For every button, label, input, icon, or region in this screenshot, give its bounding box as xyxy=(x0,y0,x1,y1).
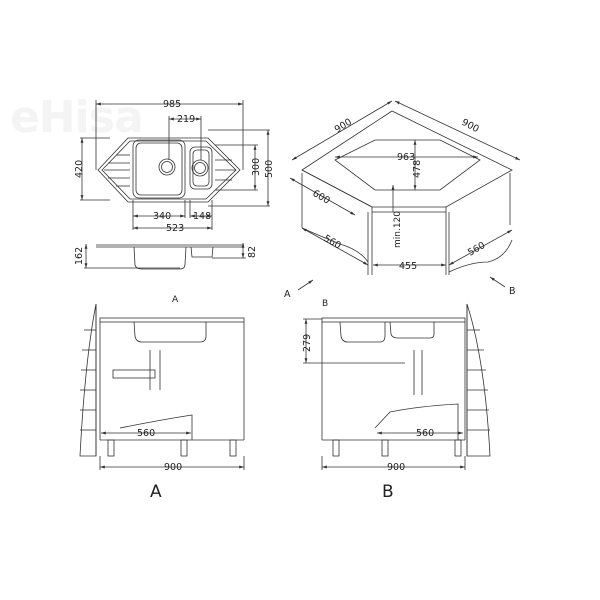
dim-340: 340 xyxy=(153,211,171,222)
dim-300: 300 xyxy=(251,158,262,176)
dim-600: 600 xyxy=(311,188,332,207)
dim-560-a: 560 xyxy=(137,428,155,439)
label-min-120: min.120 xyxy=(393,211,403,248)
corner-cabinet-iso-view xyxy=(289,100,521,291)
sink-side-view xyxy=(84,243,246,270)
dim-478: 478 xyxy=(412,160,423,178)
arrow-a-label: A xyxy=(284,289,291,300)
dim-162: 162 xyxy=(74,247,85,265)
sink-top-view xyxy=(80,100,270,230)
dim-900-b: 900 xyxy=(387,462,405,473)
section-a-title: A xyxy=(172,295,179,305)
section-a-drawing xyxy=(79,303,245,470)
dim-219: 219 xyxy=(177,114,195,125)
dim-279: 279 xyxy=(302,334,313,352)
dim-900-left: 900 xyxy=(333,117,354,136)
dim-420: 420 xyxy=(74,160,85,178)
dim-82: 82 xyxy=(247,246,258,258)
section-a-caption: A xyxy=(150,482,162,502)
dim-455: 455 xyxy=(399,261,417,272)
dim-900-a: 900 xyxy=(164,462,182,473)
dim-148: 148 xyxy=(193,211,211,222)
dim-560-b: 560 xyxy=(416,428,434,439)
section-b-caption: B xyxy=(382,482,394,502)
dim-560-right: 560 xyxy=(466,240,487,259)
watermark-logo: eHisa xyxy=(10,92,144,143)
dim-985: 985 xyxy=(163,99,181,110)
dim-500: 500 xyxy=(264,160,275,178)
arrow-b-label: B xyxy=(509,286,516,297)
section-b-drawing xyxy=(303,303,491,470)
dim-963: 963 xyxy=(397,152,415,163)
dim-523: 523 xyxy=(166,223,184,234)
dim-900-right: 900 xyxy=(460,117,481,135)
section-b-title: B xyxy=(322,299,328,309)
